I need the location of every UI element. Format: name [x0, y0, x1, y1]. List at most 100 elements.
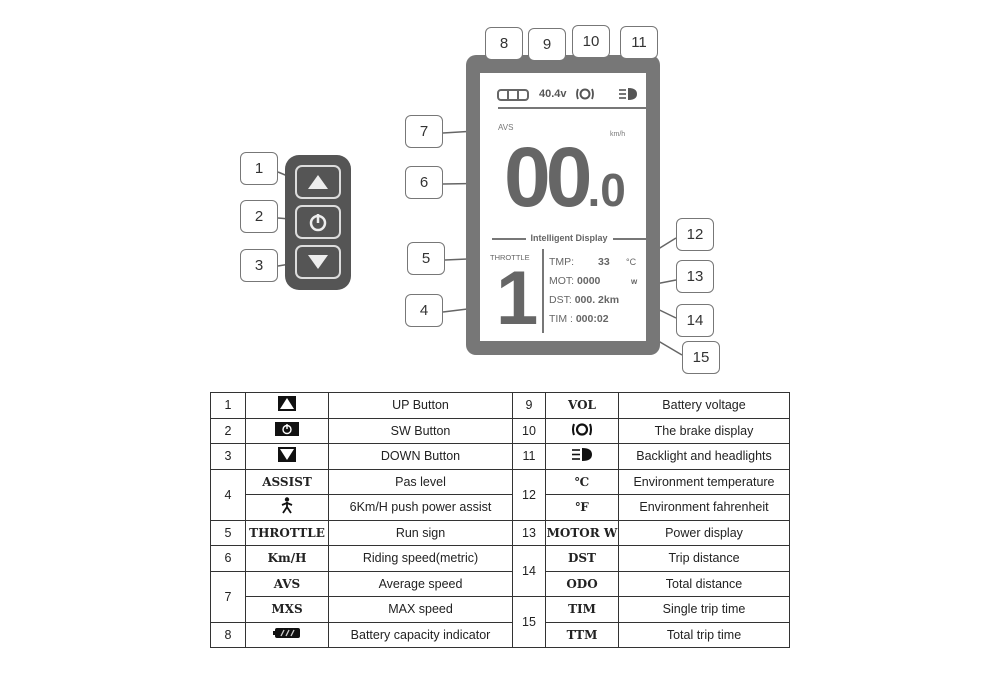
callout-14: 14 [676, 304, 714, 337]
item-code: ℉ [545, 494, 619, 521]
item-description: Single trip time [618, 596, 790, 623]
walking-person-icon [245, 494, 329, 521]
power-icon [309, 214, 327, 232]
item-number: 15 [512, 596, 546, 648]
item-number: 12 [512, 468, 546, 521]
callout-1: 1 [240, 152, 278, 185]
tim-label: TIM : [549, 313, 573, 325]
table-row: 3 DOWN Button 11 Backlight and headlight… [210, 443, 790, 470]
item-number: 6 [210, 545, 246, 572]
item-number: 3 [210, 443, 246, 470]
item-description: 6Km/H push power assist [328, 494, 513, 521]
callout-8: 8 [485, 27, 523, 60]
item-code: Km/H [245, 545, 329, 572]
table-row: 7 AVS Average speed ODO Total distance [210, 570, 790, 623]
item-code: TTM [545, 621, 619, 648]
info-panel: TMP: 33 °C MOT: 0000 w DST: 000. 2km TIM : … [549, 253, 646, 329]
callout-12: 12 [676, 218, 714, 251]
speed-unit: km/h [610, 131, 626, 138]
headlight-icon [545, 443, 619, 470]
power-button[interactable] [295, 205, 341, 239]
brake-icon [576, 88, 594, 100]
item-code: ODO [545, 570, 619, 597]
callout-13: 13 [676, 260, 714, 293]
brake-icon [545, 417, 619, 444]
voltage-readout: 40.4v [539, 88, 567, 100]
table-row: 4 ASSIST Pas level 12 ℃ Environment temp… [210, 468, 790, 521]
callout-9: 9 [528, 28, 566, 61]
tmp-value: 33 [598, 256, 610, 268]
banner: Intelligent Display [492, 233, 647, 244]
item-description: Trip distance [618, 545, 790, 572]
legend-table: 1 UP Button 9 VOL Battery voltage 2 SW B… [210, 392, 790, 648]
battery-icon [497, 89, 529, 101]
item-code: THROTTLE [245, 519, 329, 546]
item-number: 13 [512, 519, 546, 546]
item-description: The brake display [618, 417, 790, 444]
item-description: Environment temperature [618, 468, 790, 495]
up-button[interactable] [295, 165, 341, 199]
callout-5: 5 [407, 242, 445, 275]
down-button[interactable] [295, 245, 341, 279]
remote-control [285, 155, 351, 290]
mot-row: MOT: 0000 w [549, 272, 646, 291]
tim-value: 000:02 [575, 313, 609, 325]
item-code: TIM [545, 596, 619, 623]
table-row: 6 Km/H Riding speed(metric) 14 DST Trip … [210, 545, 790, 597]
vertical-divider [542, 249, 544, 333]
speed-readout: 00.0 [504, 135, 626, 219]
callout-2: 2 [240, 200, 278, 233]
item-description: Average speed [328, 570, 513, 597]
item-description: SW Button [328, 417, 513, 444]
item-description: Battery voltage [618, 392, 790, 419]
item-number: 7 [210, 570, 246, 623]
table-row: MXS MAX speed 15 TIM Single trip time [211, 596, 790, 648]
table-row: 1 UP Button 9 VOL Battery voltage [210, 392, 790, 419]
dst-label: DST: [549, 294, 572, 306]
callout-15: 15 [682, 341, 720, 374]
item-number: 9 [512, 392, 546, 419]
banner-text: Intelligent Display [530, 233, 608, 243]
power-button-icon [245, 417, 329, 444]
down-arrow-icon [308, 255, 328, 269]
callout-3: 3 [240, 249, 278, 282]
callout-7: 7 [405, 115, 443, 148]
item-description: MAX speed [328, 596, 513, 623]
item-description: Run sign [328, 519, 513, 546]
item-description: Environment fahrenheit [618, 494, 790, 521]
item-description: Backlight and headlights [618, 443, 790, 470]
item-code: ASSIST [245, 468, 329, 495]
item-number: 14 [512, 545, 546, 597]
tmp-label: TMP: [549, 256, 575, 268]
tmp-unit: °C [626, 257, 637, 267]
table-row: 2 SW Button 10 The brake display [210, 417, 790, 444]
up-button-icon [245, 392, 329, 419]
down-button-icon [245, 443, 329, 470]
mot-unit: w [631, 277, 638, 286]
item-number: 10 [512, 417, 546, 444]
item-code: AVS [245, 570, 329, 597]
throttle-label: THROTTLE [490, 253, 530, 262]
divider [498, 107, 646, 109]
speed-decimal: .0 [587, 164, 626, 216]
mot-value: 0000 [577, 275, 601, 287]
item-code: DST [545, 545, 619, 572]
mot-label: MOT: [549, 275, 575, 287]
callout-4: 4 [405, 294, 443, 327]
table-row: 8 Battery capacity indicator TTM Total t… [210, 621, 790, 648]
item-description: Pas level [328, 468, 513, 495]
battery-icon [245, 621, 329, 648]
avs-label: AVS [498, 123, 514, 132]
item-description: DOWN Button [328, 443, 513, 470]
item-number: 1 [210, 392, 246, 419]
item-number: 2 [210, 417, 246, 444]
tim-row: TIM : 000:02 [549, 310, 646, 329]
up-arrow-icon [308, 175, 328, 189]
speed-integer: 00 [504, 130, 592, 224]
callout-10: 10 [572, 25, 610, 58]
item-number: 5 [210, 519, 246, 546]
dst-value: 000. 2km [574, 294, 620, 306]
item-description: Total distance [618, 570, 790, 597]
headlight-icon [619, 88, 637, 100]
